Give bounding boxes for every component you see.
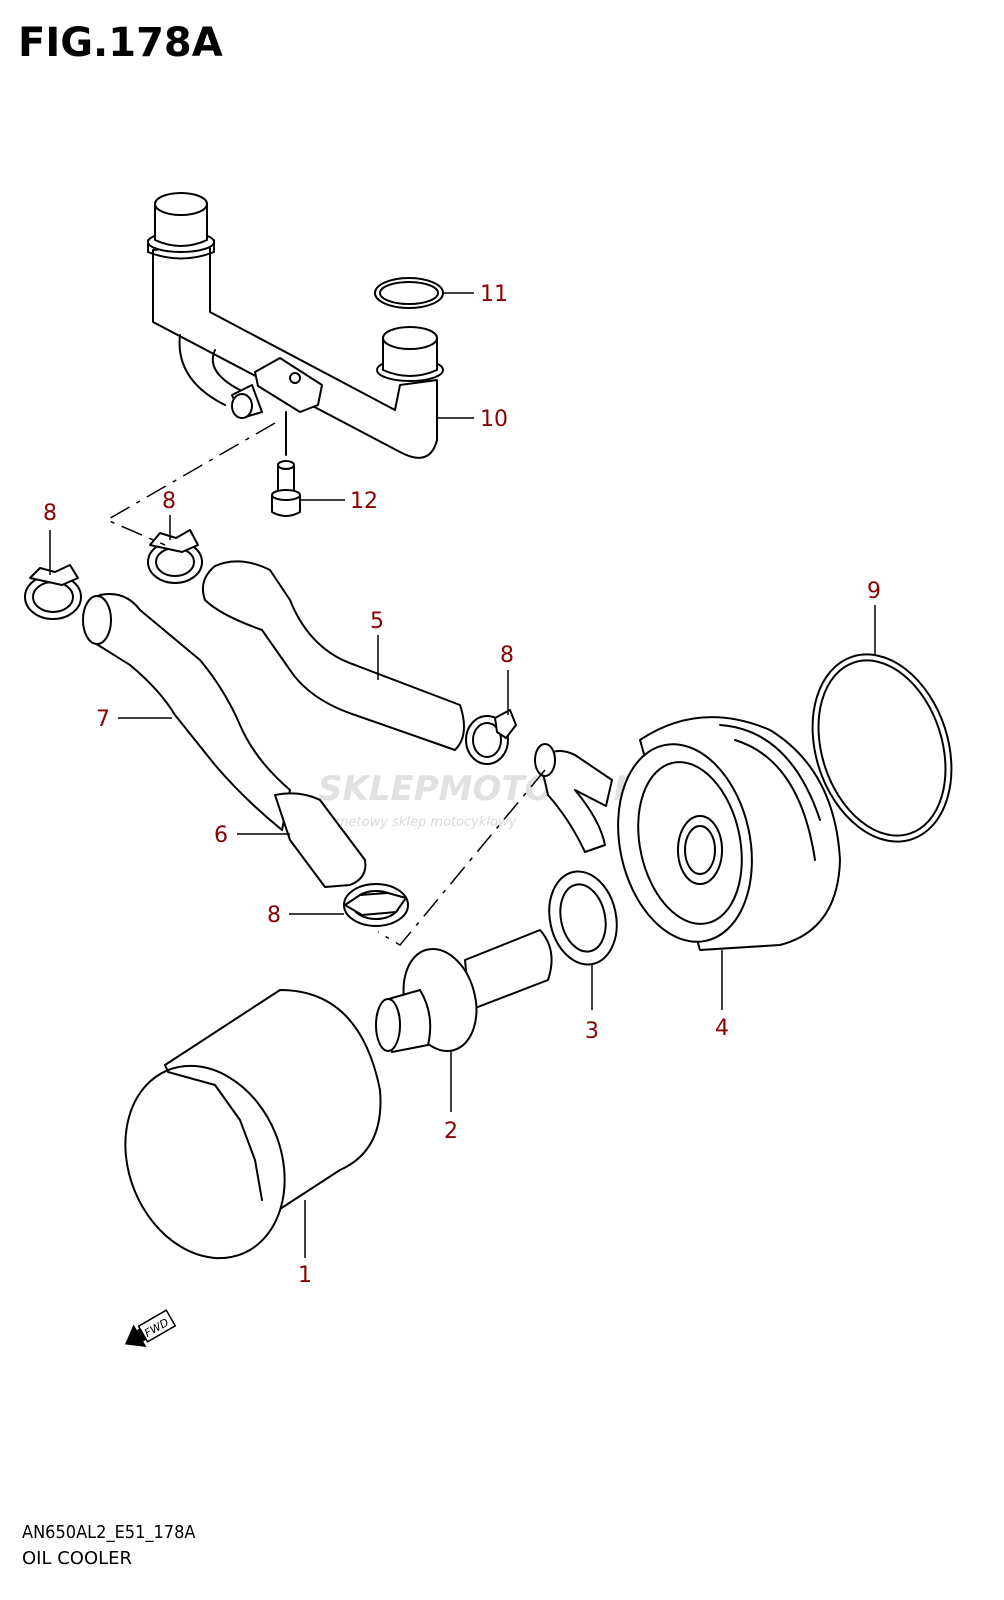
figure-code: AN650AL2_E51_178A xyxy=(22,1522,196,1543)
callouts: 11 10 12 8 8 5 8 9 7 6 8 3 4 2 1 xyxy=(43,282,881,1288)
assembly-lines xyxy=(105,422,546,946)
part-8-clamp-c xyxy=(465,709,517,765)
part-9-o-ring xyxy=(811,653,953,843)
callout-8-b: 8 xyxy=(162,489,176,514)
part-10-oil-pipe xyxy=(147,192,444,459)
callout-10: 10 xyxy=(480,407,508,432)
callout-9: 9 xyxy=(867,579,881,604)
part-12-bolt xyxy=(271,411,301,517)
callout-5: 5 xyxy=(370,609,384,634)
callout-8-a: 8 xyxy=(43,501,57,526)
part-8-clamp-b xyxy=(147,529,203,584)
part-1-oil-filter xyxy=(124,989,382,1260)
part-11-o-ring xyxy=(374,277,444,309)
figure-name: OIL COOLER xyxy=(22,1548,133,1569)
part-8-clamp-d xyxy=(343,883,409,927)
part-3-gasket xyxy=(548,870,618,966)
callout-8-c: 8 xyxy=(500,643,514,668)
callout-11: 11 xyxy=(480,282,508,307)
callout-3: 3 xyxy=(585,1019,599,1044)
part-8-clamp-a xyxy=(24,564,82,620)
part-6-hose xyxy=(274,792,367,888)
figure-title: FIG.178A xyxy=(18,20,223,66)
part-7-hose xyxy=(82,593,291,831)
callout-4: 4 xyxy=(715,1016,729,1041)
callout-6: 6 xyxy=(214,823,228,848)
part-2-union-bolt xyxy=(375,929,553,1053)
fwd-arrow-icon: FWD xyxy=(125,1309,177,1348)
watermark-tagline: internetowy sklep motocyklowy xyxy=(310,815,517,830)
callout-12: 12 xyxy=(350,489,378,514)
part-4-oil-cooler xyxy=(534,716,841,951)
callout-7: 7 xyxy=(96,707,110,732)
callout-8-d: 8 xyxy=(267,903,281,928)
callout-2: 2 xyxy=(444,1119,458,1144)
part-5-hose xyxy=(202,560,465,751)
callout-1: 1 xyxy=(298,1263,312,1288)
leader-lines xyxy=(49,292,876,1258)
